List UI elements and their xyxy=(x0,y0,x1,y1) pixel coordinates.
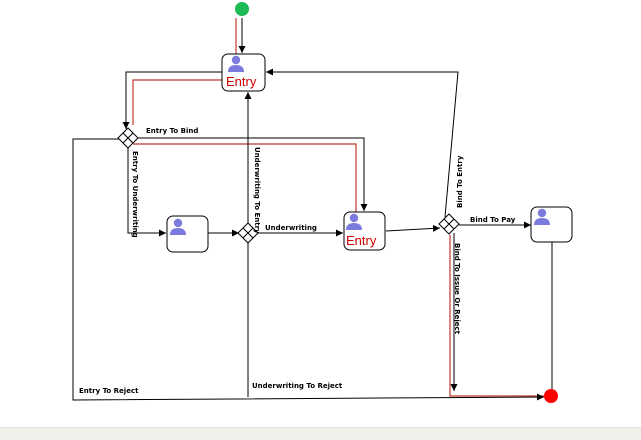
start-event[interactable] xyxy=(235,2,249,16)
task-entry-mid[interactable]: Entry xyxy=(343,211,386,251)
status-strip xyxy=(0,427,641,440)
edge-label-bind-to-entry: Bind To Entry xyxy=(456,155,464,208)
edge-label-entry-to-underwriting: Entry To Underwriting xyxy=(131,151,139,238)
highlighted-path xyxy=(132,18,544,397)
task-pay[interactable] xyxy=(530,206,573,243)
gateway-bind[interactable] xyxy=(438,213,460,235)
gateway-underwriting[interactable] xyxy=(237,222,259,244)
edge-label-underwriting: Underwriting xyxy=(265,224,317,232)
connectors xyxy=(72,18,553,401)
edge-label-underwriting-to-reject: Underwriting To Reject xyxy=(252,382,343,390)
gateway-icon xyxy=(242,227,254,239)
edge-label-underwriting-to-entry: Underwriting To Entry xyxy=(253,147,261,234)
gateway-icon xyxy=(122,132,134,144)
edge-label-entry-to-bind: Entry To Bind xyxy=(146,127,198,135)
task-label: Entry xyxy=(346,233,377,248)
end-event[interactable] xyxy=(544,389,558,403)
edge-label-entry-to-reject: Entry To Reject xyxy=(79,387,139,395)
edge-label-bind-to-pay: Bind To Pay xyxy=(470,216,516,224)
gateway-entry[interactable] xyxy=(117,127,139,149)
edge-label-bind-to-issue-or-reject: Bind To Issue Or Reject xyxy=(453,243,461,335)
task-entry-top[interactable]: Entry xyxy=(221,53,266,92)
task-label: Entry xyxy=(226,74,257,89)
gateway-icon xyxy=(443,218,455,230)
task-underwriting[interactable] xyxy=(166,215,209,253)
